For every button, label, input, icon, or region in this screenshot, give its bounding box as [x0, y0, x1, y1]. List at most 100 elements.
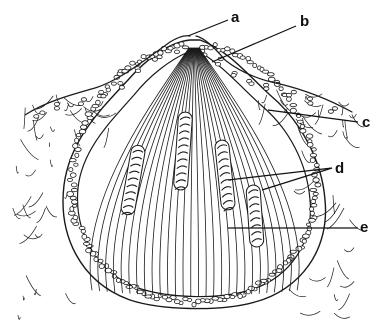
wall-cell [118, 82, 123, 86]
wall-cell [73, 144, 78, 149]
host-fiber [24, 108, 25, 129]
wall-cell [73, 216, 78, 220]
host-fiber [327, 268, 334, 287]
wall-cell [306, 134, 313, 138]
host-fiber [29, 193, 43, 207]
wall-cell [34, 115, 39, 119]
host-fiber [86, 97, 93, 102]
wall-cell [79, 227, 85, 230]
host-fiber [20, 226, 37, 243]
wall-cell [71, 188, 77, 191]
wall-cell [69, 159, 76, 162]
host-fiber [14, 197, 31, 216]
wall-cell [67, 192, 74, 197]
wall-cell [262, 70, 268, 73]
wall-cell [310, 211, 314, 215]
wall-cell [111, 82, 116, 85]
wall-cell [264, 87, 269, 91]
wall-cell [40, 111, 45, 115]
host-fiber [26, 170, 36, 176]
host-fiber [346, 138, 359, 147]
wall-cell [314, 164, 319, 168]
wall-cell [104, 264, 108, 269]
wall-cell [68, 178, 73, 181]
paraphysis-strand [198, 48, 283, 291]
host-fiber [343, 120, 344, 127]
wall-cell [291, 90, 296, 94]
host-fiber [258, 101, 260, 110]
host-fiber [334, 295, 338, 301]
host-fiber [46, 206, 56, 217]
wall-cell [264, 83, 269, 87]
wall-cell [261, 279, 267, 282]
host-fiber [328, 130, 337, 136]
label-d: d [335, 160, 344, 177]
wall-cell [300, 125, 304, 129]
wall-cell [182, 46, 188, 49]
wall-cell [287, 97, 292, 101]
host-fiber [93, 111, 110, 116]
wall-cell [247, 61, 253, 64]
wall-cell [70, 173, 76, 178]
host-fiber [300, 311, 320, 315]
wall-cell [267, 73, 274, 76]
host-fiber [23, 296, 24, 300]
wall-cell [96, 100, 101, 105]
wall-cell [302, 239, 306, 243]
host-fiber [334, 313, 349, 318]
host-fiber [302, 151, 310, 163]
wall-cell [313, 178, 319, 183]
host-fiber [36, 135, 43, 139]
wall-cell [183, 297, 188, 301]
wall-cell [119, 86, 124, 90]
wall-cell [310, 207, 314, 211]
host-fiber [66, 294, 76, 304]
host-fiber [66, 109, 82, 116]
wall-cell [174, 300, 180, 304]
wall-cell [246, 290, 250, 294]
host-fiber [306, 96, 307, 99]
spore-sac [246, 185, 264, 248]
host-fiber [345, 248, 354, 252]
host-fiber [339, 294, 350, 310]
wall-cell [73, 204, 77, 207]
wall-cell [79, 129, 86, 133]
wall-cell [71, 183, 77, 187]
wall-cell [279, 87, 283, 91]
leader-line-b [212, 26, 296, 62]
wall-cell [332, 107, 337, 111]
wall-cell [136, 69, 141, 73]
host-fiber [18, 315, 20, 319]
host-fiber [13, 208, 20, 218]
wall-cell [246, 56, 251, 60]
wall-cell [286, 93, 291, 97]
wall-cell [81, 229, 85, 233]
wall-cell [311, 200, 316, 204]
wall-cell [312, 148, 317, 151]
wall-cell [310, 188, 317, 191]
wall-cell [313, 192, 318, 195]
wall-cell [75, 153, 79, 157]
wall-cell [307, 97, 312, 101]
wall-cell [213, 43, 217, 47]
wall-cell [152, 58, 157, 62]
wall-cell [179, 42, 184, 46]
leader-line-c [268, 110, 358, 122]
wall-cell [308, 102, 313, 106]
wall-cell [328, 110, 333, 114]
wall-cell [130, 61, 135, 65]
host-fiber [294, 191, 305, 194]
label-e: e [360, 219, 368, 236]
wall-cell [74, 163, 78, 166]
wall-cell [313, 196, 318, 199]
wall-cell [82, 121, 88, 126]
wall-cell [273, 270, 277, 273]
host-fiber [315, 105, 323, 125]
wall-cell [84, 242, 90, 245]
wall-cell [116, 278, 120, 282]
wall-cell [225, 47, 230, 51]
wall-cell [196, 299, 201, 304]
wall-cell [72, 200, 78, 204]
wall-cell [307, 142, 313, 147]
wall-cell [296, 246, 302, 251]
